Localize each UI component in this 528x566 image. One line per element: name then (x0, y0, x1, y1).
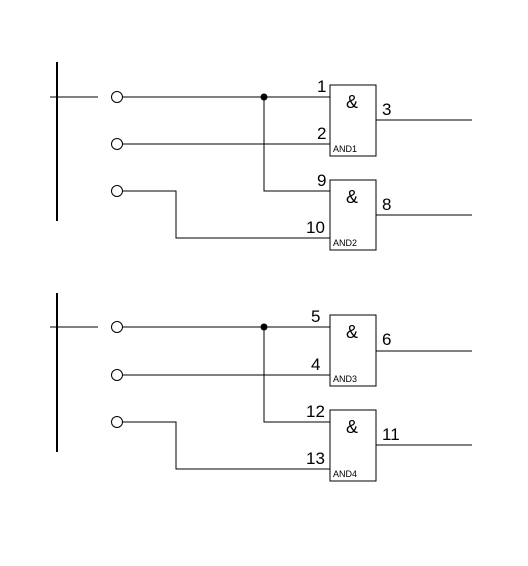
gate-symbol: & (346, 187, 358, 207)
gate-body (329, 409, 377, 482)
pin-number: 12 (306, 402, 325, 421)
pin-number: 13 (306, 449, 325, 468)
and-gate: & AND2 9 10 8 (306, 171, 472, 251)
pin-number: 2 (317, 124, 326, 143)
gate-symbol: & (346, 417, 358, 437)
and-gate: & AND4 12 13 11 (306, 402, 472, 482)
input-terminal (111, 138, 123, 150)
input-terminal (111, 321, 123, 333)
pin-number: 5 (311, 307, 320, 326)
input-terminal (111, 185, 123, 197)
input-wire (122, 190, 330, 239)
junction-dot (260, 93, 268, 101)
input-wire (122, 421, 330, 470)
pin-number: 11 (382, 425, 400, 444)
gate-body (329, 84, 377, 157)
and-gate: & AND1 1 2 3 (317, 77, 472, 157)
circuit-group-2: & AND3 5 4 6 & AND4 12 13 11 (50, 293, 472, 482)
and-gate: & AND3 5 4 6 (311, 307, 472, 387)
pin-number: 4 (311, 355, 320, 374)
gate-symbol: & (346, 92, 358, 112)
input-terminal (111, 416, 123, 428)
gate-symbol: & (346, 322, 358, 342)
branch-wire (263, 327, 330, 423)
gate-label: AND3 (333, 374, 357, 384)
gate-body (329, 314, 377, 387)
circuit-group-1: & AND1 1 2 3 & AND2 9 10 8 (50, 62, 472, 251)
input-terminal (111, 369, 123, 381)
pin-number: 3 (382, 100, 391, 119)
input-terminal (111, 91, 123, 103)
junction-dot (260, 323, 268, 331)
gate-label: AND4 (333, 469, 357, 479)
pin-number: 10 (306, 218, 325, 237)
pin-number: 8 (382, 195, 391, 214)
pin-number: 1 (317, 77, 326, 96)
pin-number: 9 (317, 171, 326, 190)
branch-wire (263, 97, 330, 192)
gate-label: AND1 (333, 144, 357, 154)
pin-number: 6 (382, 330, 391, 349)
gate-label: AND2 (333, 238, 357, 248)
